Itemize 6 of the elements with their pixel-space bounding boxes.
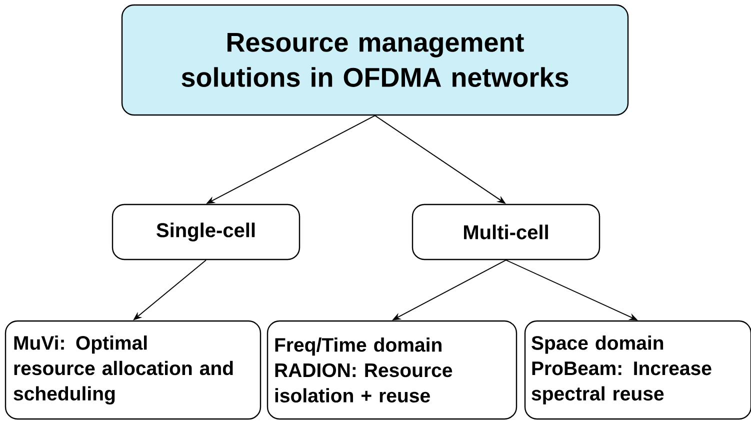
- solution-box: Space domain ProBeam: Increase spectral reuse: [524, 320, 751, 420]
- category-box: Multi-cell: [412, 204, 600, 260]
- solution-box: MuVi: Optimal resource allocation and scheduling: [4, 320, 262, 420]
- solution-box: Freq/Time domain RADION: Resource isolation + reuse: [266, 320, 518, 420]
- category-box: Single-cell: [112, 204, 300, 260]
- title-box: Resource management solutions in OFDMA networks: [121, 4, 629, 116]
